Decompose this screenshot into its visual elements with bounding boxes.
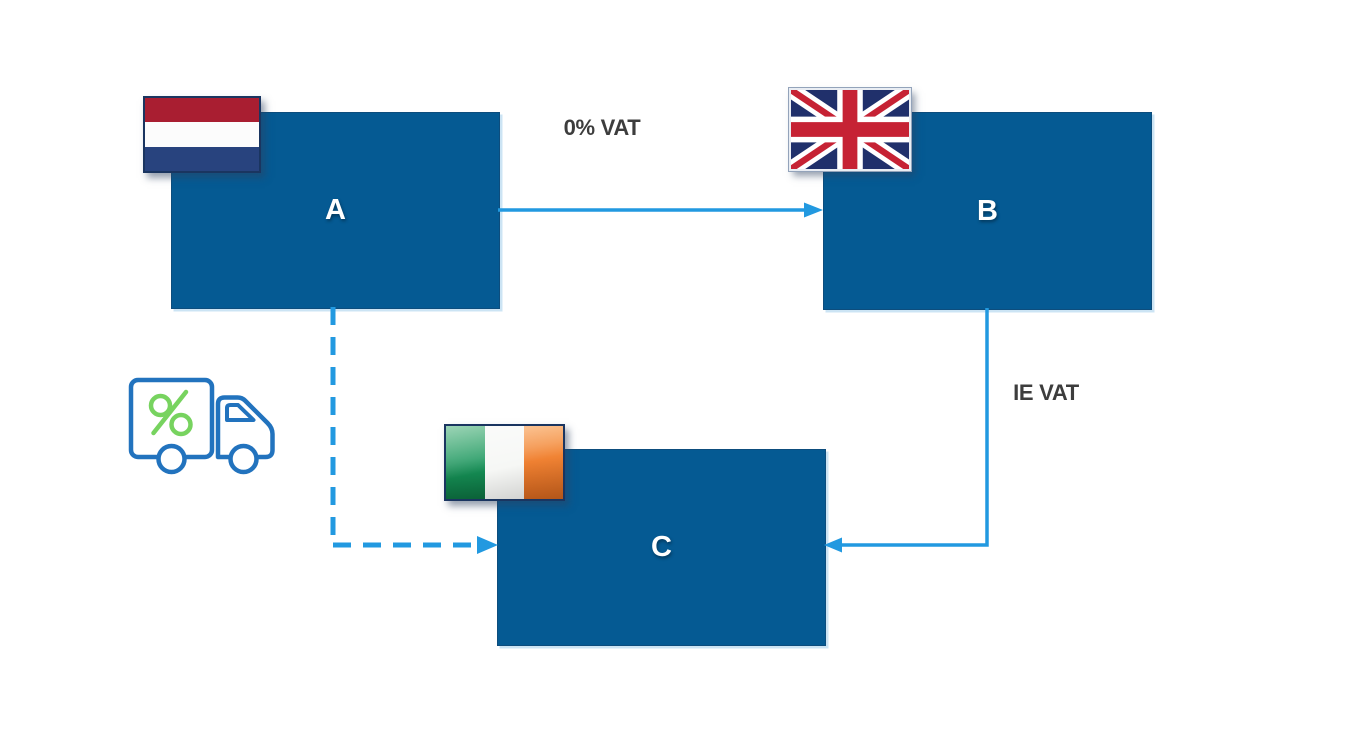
arrow-shaft [841, 308, 989, 547]
arrow-b-to-c [824, 308, 989, 553]
netherlands-flag-icon [143, 96, 261, 173]
truck-cab [215, 395, 275, 460]
united-kingdom-flag-icon [788, 87, 912, 172]
percent-bottom-circle [169, 412, 193, 437]
arrowhead-right-icon [477, 536, 498, 554]
ie-flag-gloss-overlay [446, 426, 563, 499]
truck-rear-wheel [156, 443, 187, 475]
edge-label-ie-vat: IE VAT [1013, 380, 1079, 405]
truck-window [225, 403, 256, 422]
arrowhead-left-icon [824, 537, 842, 553]
node-c-label: C [651, 531, 672, 563]
arrow-a-to-b [498, 202, 823, 218]
nl-flag-stripe-white [145, 122, 259, 147]
arrowhead-right-icon [804, 202, 823, 218]
nl-flag-stripe-red [145, 98, 259, 123]
edge-label-0-percent-vat: 0% VAT [563, 115, 641, 140]
truck-percent-icon [128, 377, 275, 475]
node-b-label: B [977, 194, 998, 227]
percent-top-circle [148, 393, 173, 418]
uk-flag-red-cross [791, 90, 909, 169]
ireland-flag-icon [444, 424, 565, 501]
truck-front-wheel [228, 443, 259, 475]
nl-flag-stripe-blue [145, 146, 259, 171]
union-jack-graphic [791, 90, 909, 169]
node-a-label: A [325, 194, 346, 226]
